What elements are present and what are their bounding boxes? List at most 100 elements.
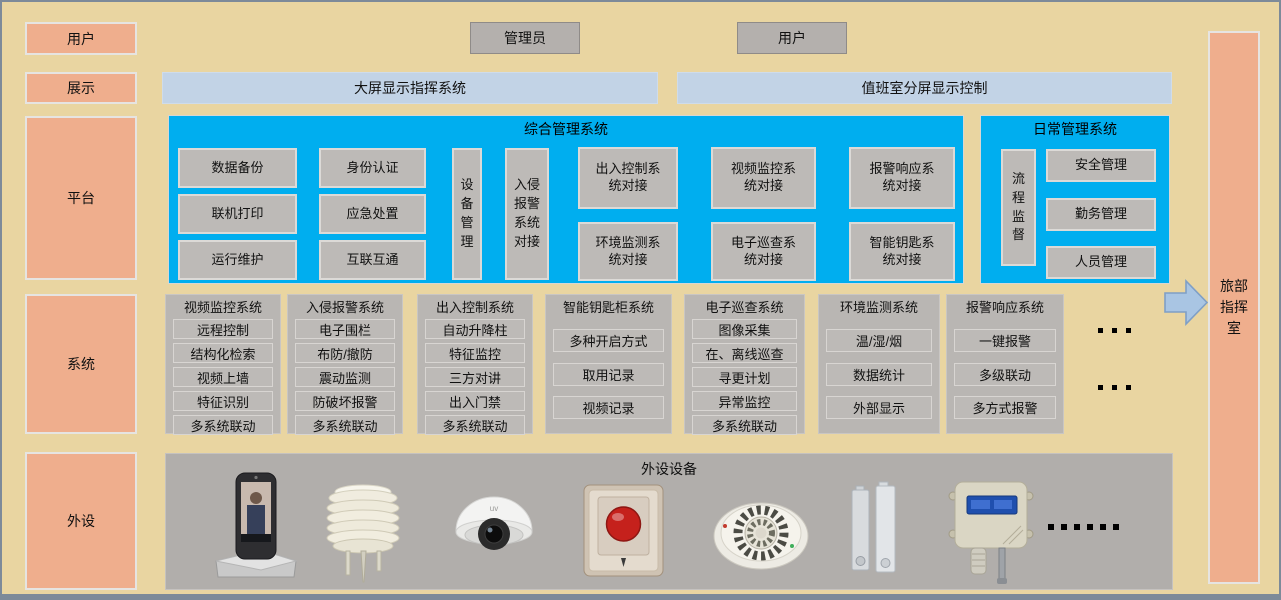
weather-multi-plate-sensor-image [326,484,400,583]
system-item: 自动升降柱 [425,319,525,339]
system-item: 多系统联动 [425,415,525,435]
system-item: 视频记录 [553,395,664,419]
system-item: 数据统计 [826,362,932,386]
display-bar-duty-room: 值班室分屏显示控制 [677,72,1172,104]
row-label-platform: 平台 [25,116,137,280]
system-item: 异常监控 [692,391,797,411]
peripherals-panel: 外设设备 [165,453,1173,590]
system-group-alarm-response: 报警响应系统 一键报警 多级联动 多方式报警 [946,294,1064,434]
system-item: 结构化检索 [173,343,273,363]
system-item: 多种开启方式 [553,329,664,353]
system-item: 在、离线巡查 [692,343,797,363]
integration-electronic-patrol: 电子巡查系 统对接 [711,222,816,281]
system-item: 温/湿/烟 [826,329,932,353]
system-group-patrol-title: 电子巡查系统 [705,300,784,315]
system-item: 多方式报警 [954,395,1056,419]
system-group-patrol-items: 图像采集 在、离线巡查 寻更计划 异常监控 多系统联动 [692,319,797,435]
system-group-alarm-items: 一键报警 多级联动 多方式报警 [954,319,1056,429]
system-item: 三方对讲 [425,367,525,387]
platform-column-b: 身份认证 应急处置 互联互通 [319,148,426,280]
system-group-intrusion-title: 入侵报警系统 [305,300,384,315]
system-group-environment-items: 温/湿/烟 数据统计 外部显示 [826,319,932,429]
system-group-key-items: 多种开启方式 取用记录 视频记录 [553,319,664,429]
system-item: 一键报警 [954,329,1056,353]
system-group-access-items: 自动升降柱 特征监控 三方对讲 出入门禁 多系统联动 [425,319,525,435]
system-item: 寻更计划 [692,367,797,387]
system-item: 多系统联动 [173,415,273,435]
platform-item-device-management: 设 备 管 理 [452,148,482,280]
system-group-key-title: 智能钥匙柜系统 [562,300,654,315]
system-item: 震动监测 [295,367,395,387]
daily-items-column: 安全管理 勤务管理 人员管理 [1046,149,1156,279]
actor-admin-box: 管理员 [470,22,580,54]
system-item: 多系统联动 [692,415,797,435]
system-item: 多级联动 [954,362,1056,386]
camera-brand-text: uv [490,504,498,513]
integration-smart-key: 智能钥匙系 统对接 [849,222,955,281]
display-bar-big-screen: 大屏显示指挥系统 [162,72,658,104]
system-item: 外部显示 [826,395,932,419]
destination-brigade-command-room: 旅部 指挥 室 [1208,31,1260,584]
actor-user-label: 用户 [778,30,806,46]
door-contact-sensor-image [851,481,896,573]
emergency-button-image [583,484,664,577]
platform-item-emergency-handling: 应急处置 [319,194,426,234]
row-label-display-text: 展示 [67,80,95,96]
ellipsis-dots-peripherals [1048,524,1126,530]
system-item: 特征监控 [425,343,525,363]
system-group-video-title: 视频监控系统 [183,300,262,315]
system-item: 取用记录 [553,362,664,386]
row-label-user: 用户 [25,22,137,55]
system-item: 电子围栏 [295,319,395,339]
system-item: 多系统联动 [295,415,395,435]
actor-admin-label: 管理员 [504,30,546,46]
integration-video-surveillance: 视频监控系 统对接 [711,147,816,209]
platform-integration-grid: 出入控制系 统对接 视频监控系 统对接 报警响应系 统对接 环境监测系 统对接 … [578,147,955,281]
integration-environment-monitoring: 环境监测系 统对接 [578,222,678,281]
right-arrow-icon [1164,279,1209,326]
platform-item-online-print: 联机打印 [178,194,297,234]
system-item: 视频上墙 [173,367,273,387]
actor-user-box: 用户 [737,22,847,54]
daily-item-personnel-management: 人员管理 [1046,246,1156,279]
system-item: 图像采集 [692,319,797,339]
row-label-system: 系统 [25,294,137,434]
face-recognition-terminal-image [215,472,298,578]
system-group-access-title: 出入控制系统 [435,300,514,315]
row-label-display: 展示 [25,72,137,104]
system-item: 防破坏报警 [295,391,395,411]
peripherals-title: 外设设备 [641,461,697,477]
ellipsis-dots-systems-top [1098,328,1140,333]
system-group-video-items: 远程控制 结构化检索 视频上墙 特征识别 多系统联动 [173,319,273,435]
system-item: 出入门禁 [425,391,525,411]
system-group-access-control: 出入控制系统 自动升降柱 特征监控 三方对讲 出入门禁 多系统联动 [417,294,533,435]
ellipsis-dots-systems-bottom [1098,385,1140,390]
system-group-environment-title: 环境监测系统 [839,300,918,315]
system-group-electronic-patrol: 电子巡查系统 图像采集 在、离线巡查 寻更计划 异常监控 多系统联动 [684,294,805,435]
daily-item-duty-management: 勤务管理 [1046,197,1156,231]
daily-management-panel: 日常管理系统 流 程 监 督 安全管理 勤务管理 人员管理 [980,115,1170,284]
integration-access-control: 出入控制系 统对接 [578,147,678,209]
system-group-intrusion-items: 电子围栏 布防/撤防 震动监测 防破坏报警 多系统联动 [295,319,395,435]
system-item: 特征识别 [173,391,273,411]
row-label-user-text: 用户 [67,30,95,47]
system-group-alarm-title: 报警响应系统 [965,300,1044,315]
comprehensive-management-panel: 综合管理系统 数据备份 联机打印 运行维护 身份认证 应急处置 互联互通 设 备… [168,115,964,284]
display-bar-duty-room-label: 值班室分屏显示控制 [861,80,988,96]
smoke-detector-image [713,502,809,570]
daily-item-process-supervision: 流 程 监 督 [1001,149,1036,266]
row-label-peripheral-text: 外设 [67,513,95,529]
row-label-peripheral: 外设 [25,452,137,590]
row-label-system-text: 系统 [67,356,95,372]
system-group-environment-monitoring: 环境监测系统 温/湿/烟 数据统计 外部显示 [818,294,940,434]
system-group-smart-key-cabinet: 智能钥匙柜系统 多种开启方式 取用记录 视频记录 [545,294,672,434]
daily-management-title: 日常管理系统 [1033,121,1117,137]
platform-item-data-backup: 数据备份 [178,148,297,188]
comprehensive-management-title: 综合管理系统 [524,121,608,137]
daily-item-security-management: 安全管理 [1046,149,1156,182]
row-label-platform-text: 平台 [67,190,95,206]
system-group-intrusion-alarm: 入侵报警系统 电子围栏 布防/撤防 震动监测 防破坏报警 多系统联动 [287,294,403,435]
platform-item-intrusion-alarm-integration: 入侵 报警 系统 对接 [505,148,549,280]
system-item: 远程控制 [173,319,273,339]
platform-item-interconnection: 互联互通 [319,240,426,280]
